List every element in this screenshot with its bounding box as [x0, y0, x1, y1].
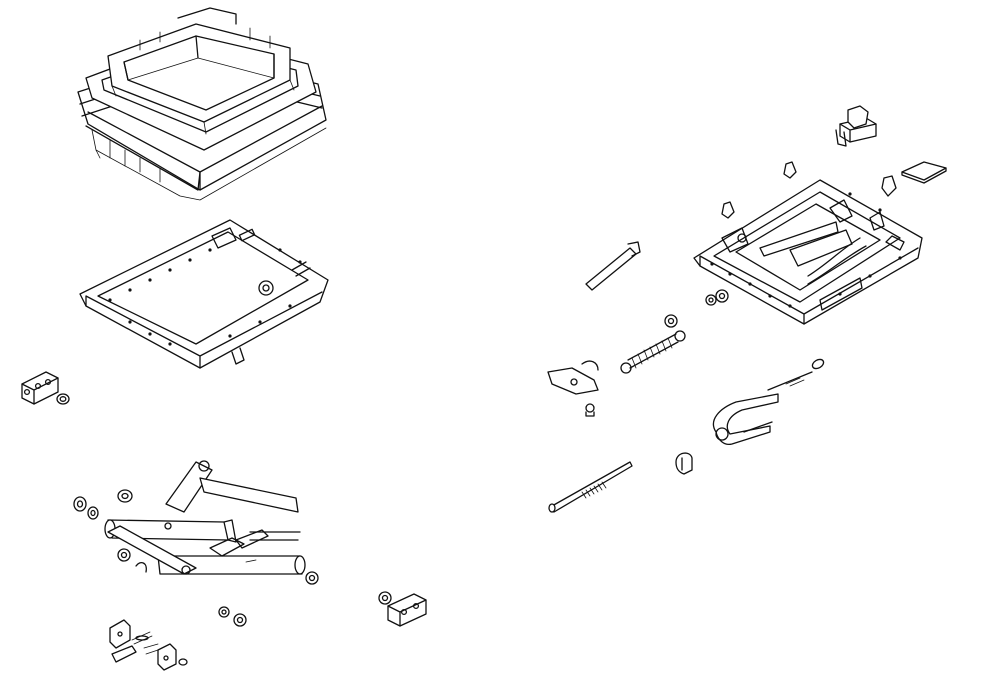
rail-washers: [706, 290, 728, 305]
bowden-cable: [768, 358, 825, 390]
seat-pan-plate: [80, 220, 328, 368]
rails-frame: [694, 180, 922, 324]
seat-cushion-frame: [78, 8, 326, 200]
threaded-rod: [549, 462, 632, 512]
rubber-block-left: [22, 372, 58, 404]
extension-spring: [621, 315, 685, 373]
latch-lever: [548, 361, 598, 416]
strap-loop: [713, 394, 778, 444]
grommets: [722, 162, 896, 218]
rod: [586, 242, 640, 290]
bushing-left: [57, 394, 69, 404]
scissor-linkage: [105, 461, 305, 574]
linkage-washers: [74, 490, 318, 626]
rubber-block-right: [379, 592, 426, 626]
bracket-clips: [110, 620, 187, 670]
pad: [902, 162, 946, 183]
clip: [676, 453, 692, 474]
knob-pin: [836, 106, 876, 146]
